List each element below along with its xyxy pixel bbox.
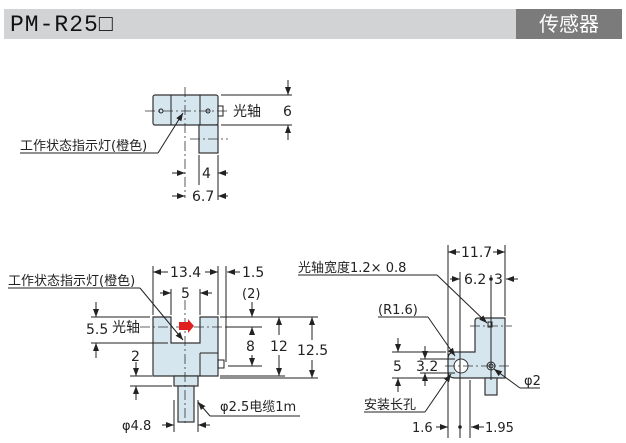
indicator-label: 工作状态指示灯(橙色) (8, 273, 135, 289)
header-bar (4, 9, 516, 39)
dim-1-95: 1.95 (485, 421, 514, 436)
front-view: 光轴 13.4 1.5 5 (2) 5.5 2 8 12 12.5 工作状态指示… (8, 265, 328, 434)
dim-13-4: 13.4 (170, 265, 201, 281)
dim-height: 6 (283, 104, 292, 120)
dim-3: 3 (494, 272, 503, 288)
dim-1-5: 1.5 (242, 265, 264, 281)
dim-4: 4 (202, 166, 211, 182)
dim-cable-diameter: φ4.8 (122, 419, 151, 434)
dim-3-2: 3.2 (416, 359, 438, 375)
dim-12: 12 (270, 339, 288, 355)
hole-diameter: φ2 (524, 374, 541, 389)
optical-axis-label: 光轴 (112, 320, 140, 336)
mounting-slot-label: 安装长孔 (364, 398, 416, 413)
dim-6-2: 6.2 (464, 272, 486, 288)
dim-8: 8 (246, 339, 255, 355)
dim-2: 2 (131, 349, 140, 365)
top-view: 光轴 6 工作状态指示灯(橙色) 4 6.7 (20, 80, 292, 205)
dim-6-7: 6.7 (192, 189, 214, 205)
optical-axis-label: 光轴 (233, 104, 261, 120)
radius-label: (R1.6) (378, 303, 418, 318)
dim-2-paren: (2) (242, 287, 260, 302)
side-view: 11.7 6.2 3 光轴宽度1.2× 0.8 (R1.6) 5 3.2 安装长… (298, 245, 541, 438)
dim-1-6: 1.6 (412, 421, 433, 436)
dim-11-7: 11.7 (461, 245, 492, 261)
dim-5-side: 5 (393, 359, 402, 375)
page-title: PM-R25□ (10, 12, 114, 38)
cable-label: φ2.5电缆1m (220, 399, 296, 415)
dim-5-5: 5.5 (86, 322, 108, 338)
axis-width-label: 光轴宽度1.2× 0.8 (298, 260, 406, 276)
indicator-arrow-icon (179, 319, 194, 333)
dim-5: 5 (181, 286, 190, 302)
indicator-label: 工作状态指示灯(橙色) (20, 138, 147, 154)
dim-12-5: 12.5 (297, 343, 328, 359)
category-badge: 传感器 (516, 9, 622, 39)
